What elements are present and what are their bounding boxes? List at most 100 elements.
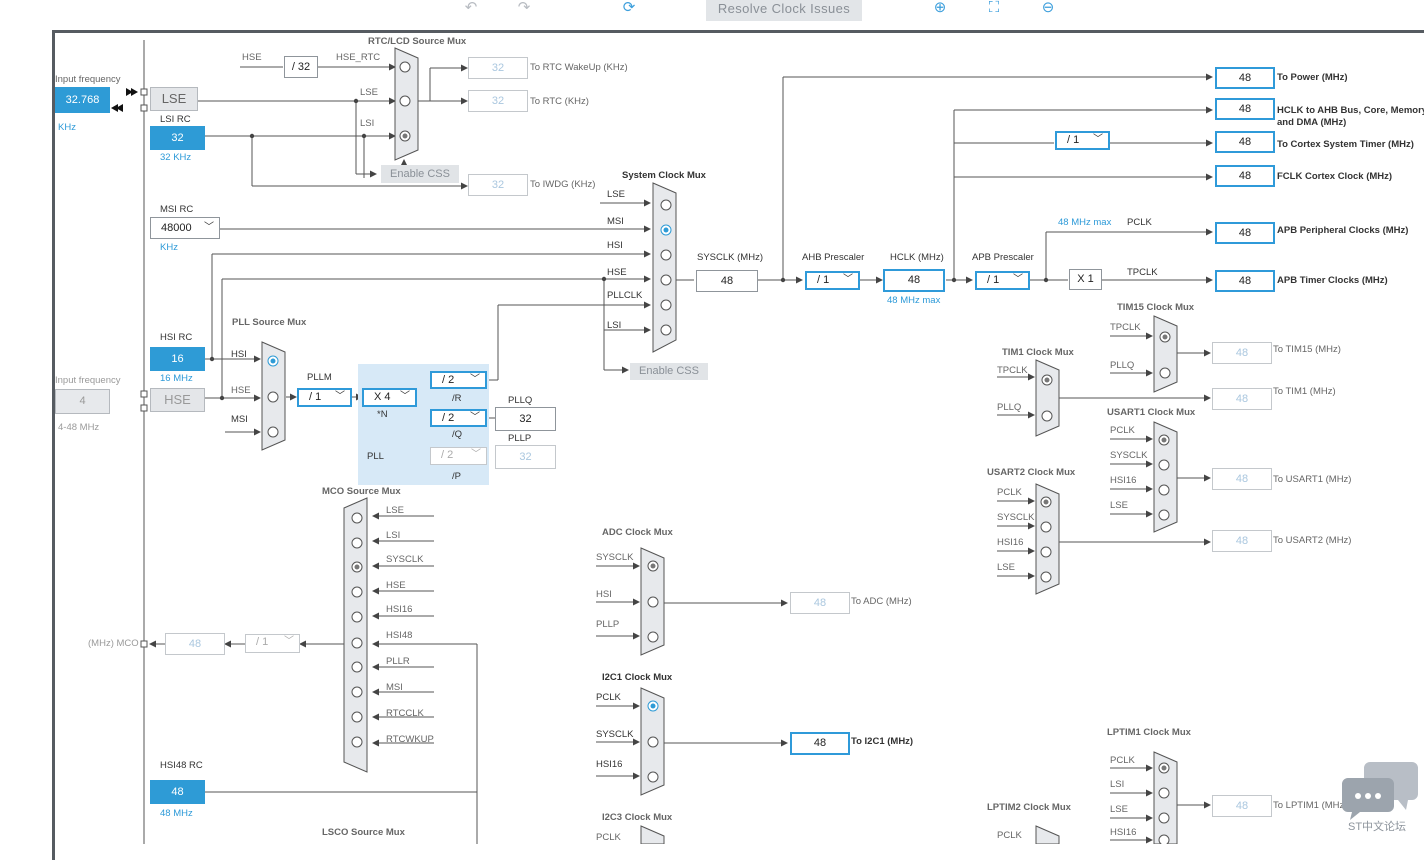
lsi-rc-value: 32 [150, 126, 205, 150]
usart1-output-value: 48 [1212, 468, 1272, 490]
fit-screen-icon[interactable]: ⛶ [988, 0, 1000, 16]
pllm-select[interactable]: / 1﹀ [297, 388, 352, 407]
sysmux-msi-label: MSI [607, 216, 624, 227]
i2c1-input-pclk: PCLK [596, 692, 621, 703]
hclk-ahb-output-label: HCLK to AHB Bus, Core, Memory [1277, 105, 1424, 116]
lptim1-output-value: 48 [1212, 795, 1272, 817]
apb-timer-output-value[interactable]: 48 [1215, 270, 1275, 292]
apb-prescaler-select[interactable]: / 1﹀ [975, 271, 1030, 290]
cortex-timer-output-value[interactable]: 48 [1215, 131, 1275, 153]
redo-icon[interactable]: ↷ [517, 0, 531, 16]
chevron-down-icon: ﹀ [470, 374, 480, 385]
lptim1-input-hsi16: HSI16 [1110, 827, 1137, 838]
usart1-input-pclk: PCLK [1110, 425, 1135, 436]
msi-rc-select[interactable]: 48000﹀ [150, 217, 220, 239]
system-clock-mux [652, 182, 677, 353]
sys-enable-css-button[interactable]: Enable CSS [630, 363, 708, 380]
mco-input-msi: MSI [386, 682, 403, 693]
usart2-clock-mux [1035, 483, 1060, 595]
tim1-mux-title: TIM1 Clock Mux [1002, 347, 1074, 358]
refresh-icon[interactable]: ⟳ [622, 0, 636, 16]
fclk-output-value[interactable]: 48 [1215, 165, 1275, 187]
lptim2-clock-mux [1035, 825, 1060, 844]
msi-rc-title: MSI RC [160, 204, 194, 215]
plln-select[interactable]: X 4﹀ [362, 388, 417, 407]
rtc-lse-label: LSE [360, 87, 378, 98]
rtc-wakeup-label: To RTC WakeUp (KHz) [530, 62, 628, 73]
hsi48-rc-unit: 48 MHz [160, 808, 193, 819]
cortex-timer-divider-select[interactable]: / 1 ﹀ [1055, 131, 1110, 150]
chevron-down-icon: ﹀ [1093, 134, 1103, 145]
ahb-prescaler-select[interactable]: / 1﹀ [805, 271, 860, 290]
adc-input-pllp: PLLP [596, 619, 620, 630]
apb-timer-output-label: APB Timer Clocks (MHz) [1277, 275, 1388, 286]
sysmux-lse-label: LSE [607, 189, 625, 200]
hsi48-rc-title: HSI48 RC [160, 760, 203, 771]
usart2-output-value: 48 [1212, 530, 1272, 552]
msi-rc-value: 48000 [161, 222, 192, 234]
rtc-lsi-label: LSI [360, 118, 375, 129]
tim15-mux-title: TIM15 Clock Mux [1117, 302, 1195, 313]
power-output-label: To Power (MHz) [1277, 72, 1348, 83]
hsi-rc-value: 16 [150, 347, 205, 371]
pllr-label: /R [452, 393, 462, 404]
lptim1-input-lse: LSE [1110, 804, 1128, 815]
hclk-max: 48 MHz max [887, 295, 941, 306]
pllr-select[interactable]: / 2﹀ [430, 371, 487, 389]
hclk-ahb-output-value[interactable]: 48 [1215, 98, 1275, 120]
chevron-down-icon: ﹀ [471, 449, 481, 460]
mco-divider-select[interactable]: / 1﹀ [245, 634, 300, 653]
toolbar: ↶ ↷ ⟳ Resolve Clock Issues ⊕ ⛶ ⊖ [0, 0, 1424, 22]
lptim2-mux-title: LPTIM2 Clock Mux [987, 802, 1071, 813]
apb-peripheral-output-value[interactable]: 48 [1215, 222, 1275, 244]
cortex-timer-divider-value: / 1 [1067, 134, 1080, 146]
usart2-input-hsi16: HSI16 [997, 537, 1024, 548]
usart1-input-sysclk: SYSCLK [1110, 450, 1148, 461]
apb-prescaler-label: APB Prescaler [972, 252, 1034, 263]
rtc-enable-css-button[interactable]: Enable CSS [381, 165, 459, 183]
pll-hse-label: HSE [231, 385, 251, 396]
apb-max: 48 MHz max [1058, 217, 1112, 228]
rtc-label: To RTC (KHz) [530, 96, 589, 107]
mco-output-label: (MHz) MCO [88, 638, 139, 649]
iwdg-label: To IWDG (KHz) [530, 179, 596, 190]
pllq-div-label: /Q [452, 429, 463, 440]
cortex-timer-output-label: To Cortex System Timer (MHz) [1277, 139, 1414, 150]
lse-unit: KHz [58, 122, 76, 133]
mco-input-pllr: PLLR [386, 656, 410, 667]
sysmux-hse-label: HSE [607, 267, 627, 278]
pllm-value: / 1 [309, 391, 322, 403]
msi-rc-unit: KHz [160, 242, 178, 253]
zoom-in-icon[interactable]: ⊕ [933, 0, 947, 16]
apb-timer-multiplier: X 1 [1069, 269, 1102, 290]
pllq-select[interactable]: / 2﹀ [430, 409, 487, 427]
usart2-input-pclk: PCLK [997, 487, 1022, 498]
pllp-select[interactable]: / 2﹀ [430, 447, 487, 465]
i2c1-output-value[interactable]: 48 [790, 732, 850, 755]
sysclk-value[interactable]: 48 [696, 270, 758, 292]
undo-icon[interactable]: ↶ [464, 0, 478, 16]
lsco-mux-title: LSCO Source Mux [322, 827, 405, 838]
ahb-prescaler-value: / 1 [817, 274, 830, 286]
lptim1-input-lsi: LSI [1110, 779, 1125, 790]
pllp-label: PLLP [508, 433, 532, 444]
hse-frequency-field[interactable]: 4 [55, 389, 110, 414]
power-output-value[interactable]: 48 [1215, 67, 1275, 89]
hsi-rc-title: HSI RC [160, 332, 193, 343]
usart2-mux-title: USART2 Clock Mux [987, 467, 1076, 478]
tim1-input-pllq: PLLQ [997, 402, 1022, 413]
hclk-value[interactable]: 48 [883, 269, 945, 292]
mco-input-sysclk: SYSCLK [386, 554, 424, 565]
sysmux-lsi-label: LSI [607, 320, 622, 331]
i2c1-input-hsi16: HSI16 [596, 759, 623, 770]
lptim1-output-label: To LPTIM1 (MHz) [1273, 800, 1348, 811]
hsi48-rc-value: 48 [150, 780, 205, 804]
lse-frequency-field[interactable]: 32.768 [55, 87, 110, 113]
chat-bubbles-icon [1342, 762, 1418, 820]
zoom-out-icon[interactable]: ⊖ [1041, 0, 1055, 16]
usart1-output-label: To USART1 (MHz) [1273, 474, 1352, 485]
apb-peripheral-output-label: APB Peripheral Clocks (MHz) [1277, 225, 1409, 236]
resolve-clock-issues-button[interactable]: Resolve Clock Issues [706, 0, 862, 21]
pll-msi-label: MSI [231, 414, 248, 425]
pclk-label: PCLK [1127, 217, 1152, 228]
